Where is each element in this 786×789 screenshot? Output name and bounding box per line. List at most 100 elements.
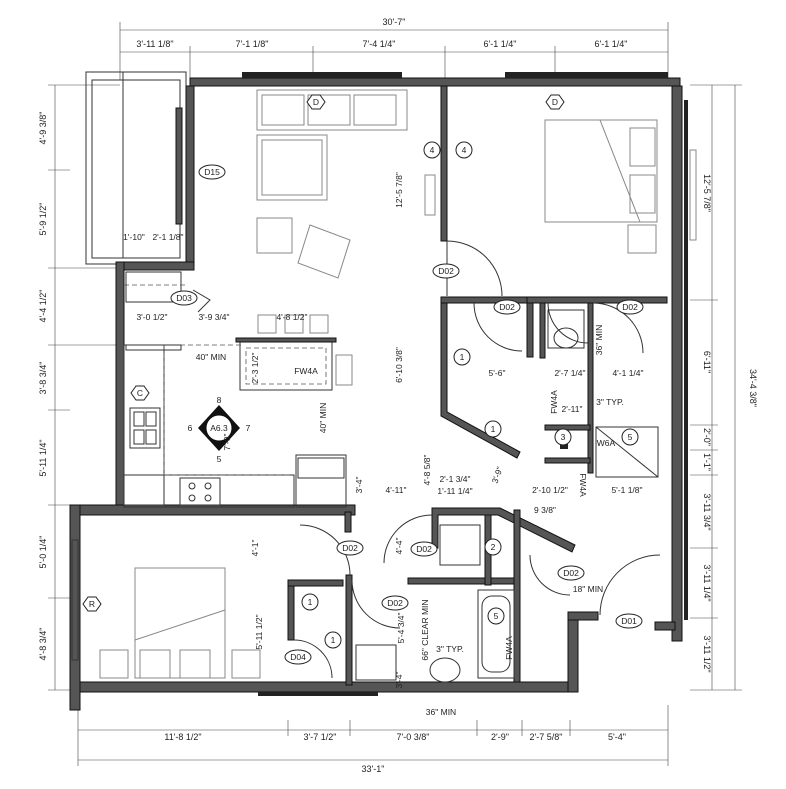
dim-d3-width: 3'-0 1/2" — [136, 312, 167, 322]
dim-top-1: 3'-11 1/8" — [136, 39, 173, 49]
tag-d15: D15 — [204, 167, 220, 177]
kitchen — [123, 337, 347, 508]
section-top: 8 — [217, 395, 222, 405]
tag-d02-d: D02 — [342, 543, 358, 553]
tag-d02-g: D02 — [563, 568, 579, 578]
dim-left-3: 4'-4 1/2" — [38, 290, 48, 323]
exterior-walls — [69, 72, 688, 711]
tag-d04: D04 — [290, 652, 306, 662]
dim-bath2-3-4: 3'-4" — [394, 672, 404, 689]
dim-kitchen-aisle: 40" MIN — [318, 403, 328, 433]
tag-num-1-b: 1 — [491, 424, 496, 434]
dim-left-7: 4'-8 3/4" — [38, 628, 48, 661]
dim-hall-9-3: 9 3/8" — [534, 505, 556, 515]
dim-left-2: 5'-9 1/2" — [38, 203, 48, 236]
dim-top-3: 7'-4 1/4" — [363, 39, 396, 49]
section-bottom: 5 — [217, 454, 222, 464]
tag-window-d-2: D — [552, 97, 558, 107]
tag-num-3: 3 — [561, 432, 566, 442]
dim-living-low: 4'-8 5/8" — [422, 454, 432, 485]
dim-overall-top: 30'-7" — [383, 17, 406, 27]
tags: D15 D03 D02 D02 D02 D02 D02 D02 D02 D01 … — [82, 94, 644, 665]
dim-hall-4-11: 4'-11" — [385, 485, 406, 495]
labels: 30'-7" 3'-11 1/8" 7'-1 1/8" 7'-4 1/4" 6'… — [38, 17, 758, 774]
tag-num-5-a: 5 — [628, 432, 633, 442]
tag-num-4-a: 4 — [430, 145, 435, 155]
dim-bed2-4-1: 4'-1" — [250, 540, 260, 557]
dim-top-4: 6'-1 1/4" — [484, 39, 517, 49]
dim-kitchen-depth: 7'-0" — [222, 434, 232, 451]
dim-bottom-5: 2'-7 5/8" — [530, 732, 563, 742]
bedroom-1-furniture — [544, 119, 697, 254]
tag-window-r: R — [89, 599, 95, 609]
tag-d02-e: D02 — [416, 544, 432, 554]
tag-window-d-1: D — [313, 97, 319, 107]
dim-left-1: 4'-9 3/8" — [38, 112, 48, 145]
tag-d01: D01 — [621, 616, 637, 626]
dim-bed2-5-11: 5'-11 1/2" — [254, 614, 264, 649]
tag-num-1-a: 1 — [460, 352, 465, 362]
dim-bath2-66: 66" CLEAR MIN — [420, 599, 430, 660]
dim-bath-3typ: 3" TYP. — [596, 397, 624, 407]
tag-fw4a-bath1: FW4A — [549, 390, 559, 414]
dim-right-7: 3'-11 1/2" — [702, 635, 712, 672]
dim-right-6: 3'-11 1/4" — [702, 564, 712, 601]
entry-closet — [124, 271, 186, 351]
living-furniture — [256, 89, 436, 386]
dim-left-4: 3'-8 3/4" — [38, 362, 48, 395]
dim-hall-1-11: 1'-11 1/4" — [437, 486, 472, 496]
dim-top-5: 6'-1 1/4" — [595, 39, 628, 49]
dim-hall-3-9: 3'-9" — [490, 465, 505, 484]
dim-bottom-1: 11'-8 1/2" — [164, 732, 201, 742]
bath-2-fixtures — [355, 524, 515, 683]
tag-fw4a-island: FW4A — [294, 366, 318, 376]
dim-bath2-36: 36" MIN — [426, 707, 456, 717]
dim-right-3: 2'-0" — [702, 428, 712, 446]
dim-d3-side: 3'-9 3/4" — [198, 312, 229, 322]
dim-bath-2-11: 2'-11" — [561, 404, 582, 414]
tag-num-5-b: 5 — [494, 611, 499, 621]
dim-bath-2-7: 2'-7 1/4" — [554, 368, 585, 378]
dim-bottom-3: 7'-0 3/8" — [397, 732, 430, 742]
dim-hall-2-10: 2'-10 1/2" — [532, 485, 568, 495]
tag-w6a: W6A — [597, 438, 616, 448]
dim-closet-1-10: 1'-10" — [123, 232, 145, 242]
tag-window-c: C — [137, 388, 143, 398]
tag-fw4a-bath2: FW4A — [504, 636, 514, 660]
dim-bath-4-1: 4'-1 1/4" — [612, 368, 643, 378]
dim-bath-5-1: 5'-1 1/8" — [611, 485, 642, 495]
door-swings — [192, 240, 661, 679]
tag-d02-f: D02 — [387, 598, 403, 608]
dimension-lines — [48, 22, 742, 766]
dim-bottom-2: 3'-7 1/2" — [304, 732, 337, 742]
tag-num-1-d: 1 — [331, 635, 336, 645]
dim-bar-width: 4'-8 1/2" — [276, 312, 307, 322]
dim-bath-36: 36" MIN — [594, 325, 604, 355]
dim-island-depth: 2'-3 1/2" — [250, 352, 260, 383]
tag-d02-b: D02 — [499, 302, 515, 312]
section-right: 7 — [246, 423, 251, 433]
tag-num-4-b: 4 — [462, 145, 467, 155]
dim-right-overall: 34'-4 3/8" — [748, 369, 758, 407]
dim-right-2: 6'-11" — [702, 351, 712, 373]
dim-counter-end: 3'-4" — [354, 477, 364, 494]
dim-hall-2-1: 2'-1 3/4" — [439, 474, 470, 484]
dim-right-4: 1'-1" — [702, 453, 712, 471]
dim-bath-5-6: 5'-6" — [489, 368, 506, 378]
dim-left-6: 5'-0 1/4" — [38, 536, 48, 569]
dim-right-1: 12'-5 7/8" — [702, 174, 712, 212]
tag-num-2: 2 — [491, 542, 496, 552]
dim-closet-2-1: 2'-1 1/8" — [152, 232, 183, 242]
dim-living-height: 12'-5 7/8" — [394, 172, 404, 208]
dim-island-clear: 40" MIN — [196, 352, 226, 362]
tag-num-1-c: 1 — [308, 597, 313, 607]
dim-entry-18: 18" MIN — [573, 584, 603, 594]
bedroom-2-furniture — [71, 539, 261, 679]
dim-bottom-4: 2'-9" — [491, 732, 509, 742]
dim-living-mid: 6'-10 3/8" — [394, 347, 404, 383]
dim-bed2-4-4: 4'-4" — [394, 538, 404, 555]
section-marker — [198, 405, 240, 451]
dim-bottom-6: 5'-4" — [608, 732, 626, 742]
interior-walls — [287, 85, 668, 686]
